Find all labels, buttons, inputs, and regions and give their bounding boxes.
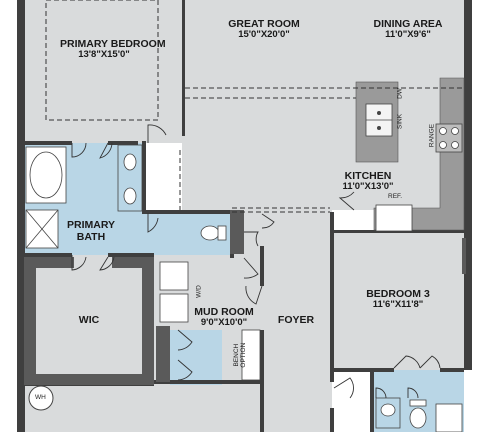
mud-room-closet (156, 326, 170, 382)
mud-room-label: MUD ROOM 9'0"X10'0" (188, 306, 260, 329)
dining-area-label: DINING AREA 11'0"X9'6" (364, 18, 452, 41)
wic-name: WIC (78, 314, 100, 326)
primary-bedroom-dimensions: 13'8"X15'0" (78, 49, 130, 61)
primary-bath-name: PRIMARY BATH (66, 219, 116, 244)
wd-annotation: W/D (195, 285, 203, 298)
foyer-name: FOYER (277, 314, 315, 326)
primary-bath-label: PRIMARY BATH (62, 219, 120, 243)
great-room-floor (182, 0, 464, 210)
kitchen-dimensions: 11'0"X13'0" (342, 181, 394, 193)
mud-room-nook-floor (170, 330, 222, 385)
primary-bedroom-floor (24, 0, 182, 143)
bench (241, 329, 261, 381)
washer (159, 261, 189, 291)
foyer-label: FOYER (268, 314, 324, 326)
bedroom-3-floor (332, 232, 464, 370)
dw-annotation: DW (396, 88, 404, 99)
refrigerator (375, 204, 413, 232)
bench-option-annotation: BENCH OPTION (232, 342, 247, 368)
ref-annotation: REF. (388, 193, 403, 200)
mud-room-name: MUD ROOM (194, 306, 254, 318)
great-room-name: GREAT ROOM (228, 18, 300, 30)
water-heater (28, 385, 54, 411)
primary-bedroom-label: PRIMARY BEDROOM 13'8"X15'0" (60, 38, 166, 61)
wic-floor (24, 255, 154, 385)
primary-bedroom-name: PRIMARY BEDROOM (60, 38, 166, 50)
dining-area-name: DINING AREA (373, 18, 443, 30)
kitchen-label: KITCHEN 11'0"X13'0" (324, 170, 412, 193)
range-annotation: RANGE (428, 123, 436, 148)
lower-left-floor (24, 385, 262, 432)
dining-area-dimensions: 11'0"X9'6" (385, 29, 431, 41)
bedroom-3-name: BEDROOM 3 (366, 288, 430, 300)
great-room-label: GREAT ROOM 15'0"X20'0" (220, 18, 308, 41)
bedroom-3-dimensions: 11'6"X11'8" (372, 299, 424, 311)
kitchen-name: KITCHEN (344, 170, 392, 182)
toilet (200, 225, 220, 241)
wic-label: WIC (60, 314, 118, 326)
great-room-dimensions: 15'0"X20'0" (238, 29, 290, 41)
kitchen-counter (373, 77, 465, 231)
sink-annotation: SINK (396, 113, 404, 130)
hall-bath-tub (435, 403, 463, 432)
wh-annotation: WH (35, 394, 46, 401)
foyer-floor (262, 210, 332, 432)
mud-room-dimensions: 9'0"X10'0" (200, 317, 248, 329)
dryer (159, 293, 189, 323)
bedroom-3-label: BEDROOM 3 11'6"X11'8" (352, 288, 444, 311)
